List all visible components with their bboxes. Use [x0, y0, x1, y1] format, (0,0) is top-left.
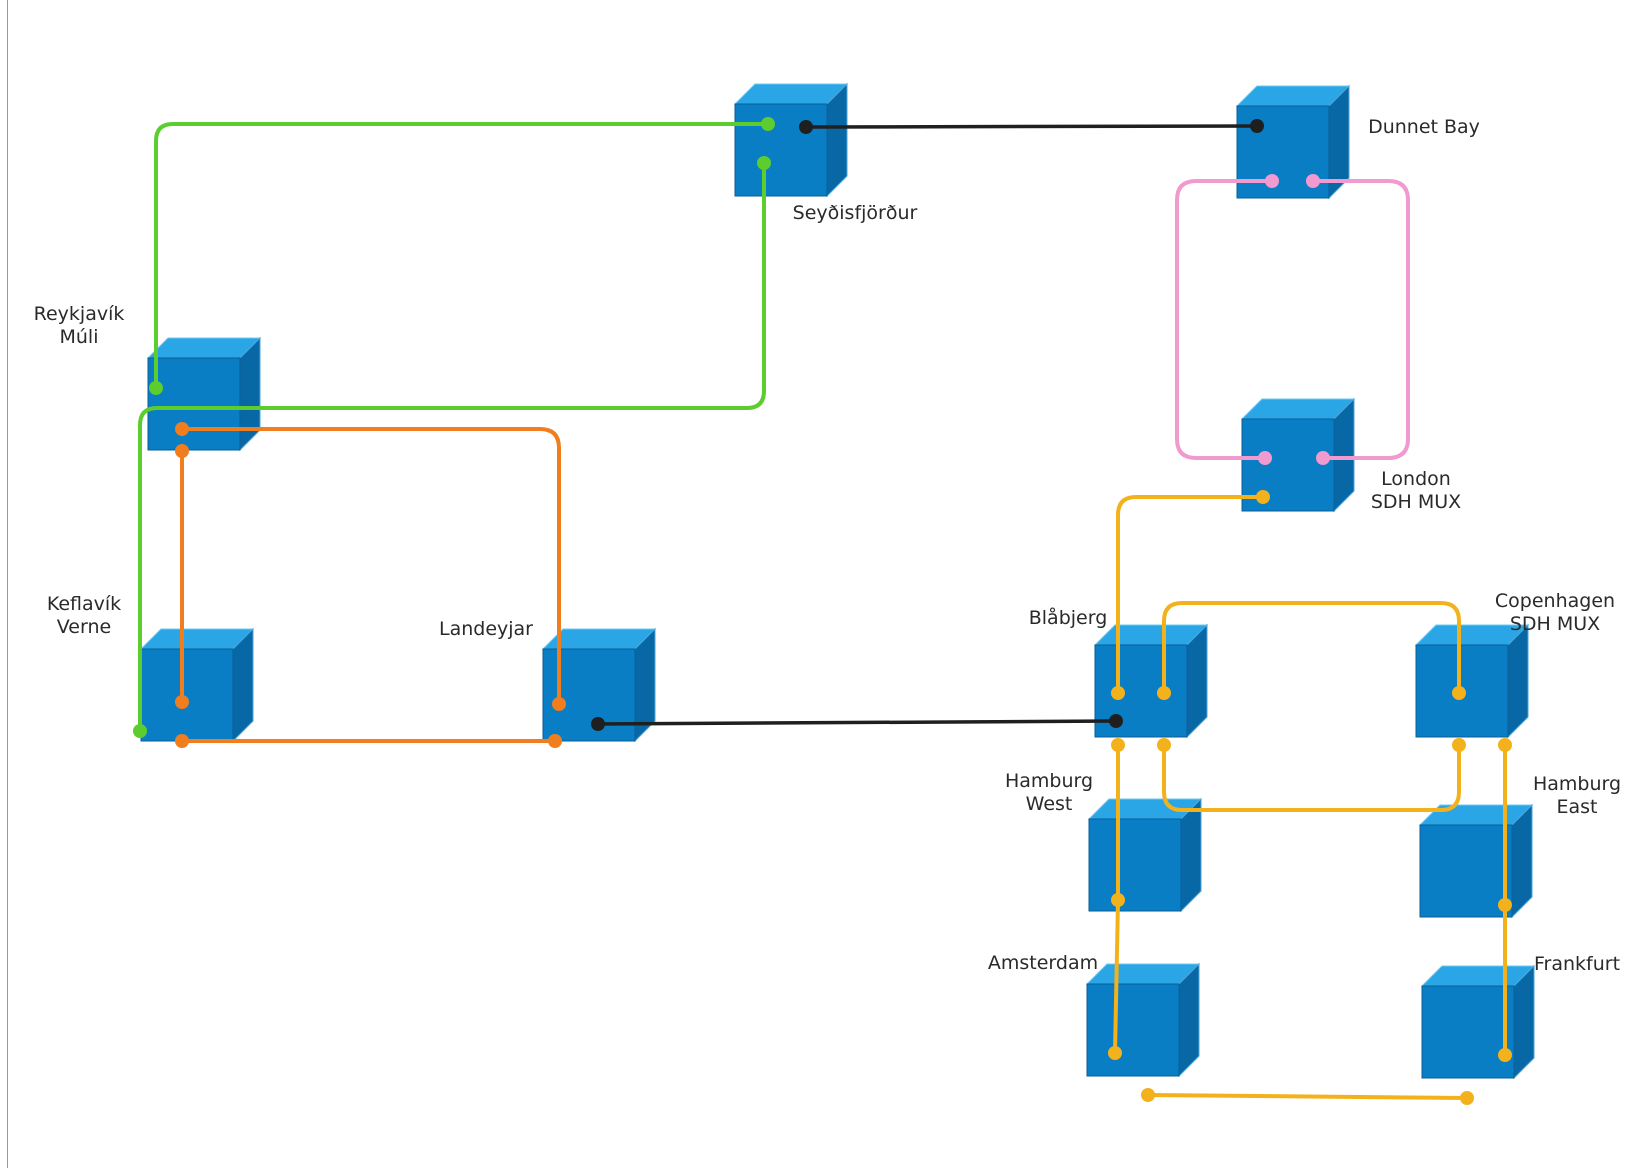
link-dunnet-london	[1175, 179, 1274, 460]
blabjerg-node-icon	[1093, 623, 1209, 739]
port-dot	[1316, 451, 1330, 465]
link-amsterdam-frankfurt	[1146, 1093, 1469, 1100]
port-dot	[1452, 738, 1466, 752]
port-dot	[591, 717, 605, 731]
port-dot	[133, 724, 147, 738]
amsterdam-label: Amsterdam	[988, 952, 1098, 975]
port-dot	[175, 444, 189, 458]
label-line: London	[1381, 468, 1451, 490]
port-dot	[1460, 1091, 1474, 1105]
port-dot	[1256, 490, 1270, 504]
port-dot	[1498, 898, 1512, 912]
landeyjar-node-icon	[541, 627, 657, 743]
port-dot	[552, 697, 566, 711]
dunnet-label: Dunnet Bay	[1368, 116, 1480, 139]
label-line: Múli	[59, 326, 99, 348]
frankfurt-node-icon	[1420, 964, 1536, 1080]
port-dot	[761, 117, 775, 131]
port-dot	[1452, 686, 1466, 700]
label-line: Reykjavík	[33, 303, 125, 325]
port-dot	[757, 156, 771, 170]
label-line: Verne	[56, 616, 112, 638]
keflavik-node-icon	[139, 627, 255, 743]
port-dot	[1498, 738, 1512, 752]
link-hamburg-west-amsterdam	[1113, 898, 1120, 1055]
left-border	[7, 0, 8, 1168]
label-line: Seyðisfjörður	[792, 202, 918, 224]
label-line: Blåbjerg	[1028, 607, 1108, 629]
label-line: Landeyjar	[439, 618, 533, 640]
port-dot	[1111, 893, 1125, 907]
port-dot	[175, 734, 189, 748]
port-dot	[1157, 738, 1171, 752]
link-landeyjar-blabjerg	[596, 719, 1118, 726]
label-line: Frankfurt	[1533, 953, 1621, 975]
link-seydisfjordur-dunnet	[804, 124, 1259, 129]
label-line: Amsterdam	[987, 952, 1099, 974]
port-dot	[175, 422, 189, 436]
copenhagen-node-icon	[1414, 623, 1530, 739]
port-dot	[1265, 174, 1279, 188]
label-line: Hamburg	[1532, 773, 1622, 795]
label-line: SDH MUX	[1509, 613, 1601, 635]
port-dot	[1111, 686, 1125, 700]
label-line: East	[1556, 796, 1598, 818]
landeyjar-label: Landeyjar	[439, 618, 533, 641]
port-dot	[149, 381, 163, 395]
label-line: Copenhagen	[1494, 590, 1616, 612]
label-line: Hamburg	[1004, 770, 1094, 792]
label-line: SDH MUX	[1370, 491, 1462, 513]
port-dot	[1141, 1088, 1155, 1102]
amsterdam-node-icon	[1085, 962, 1201, 1078]
port-dot	[1108, 1046, 1122, 1060]
port-dot	[175, 695, 189, 709]
port-dot	[1306, 174, 1320, 188]
link-blabjerg-copenhagen	[1162, 743, 1461, 812]
blabjerg-label: Blåbjerg	[1029, 607, 1108, 630]
link-london-blabjerg	[1116, 495, 1265, 695]
port-dot	[1109, 714, 1123, 728]
port-dot	[799, 120, 813, 134]
hamburg-east-node-icon	[1418, 803, 1534, 919]
label-line: Keflavík	[46, 593, 122, 615]
link-reykjavik-landeyjar	[180, 427, 561, 706]
hamburg-west-node-icon	[1087, 797, 1203, 913]
port-dot	[1111, 738, 1125, 752]
port-dot	[1250, 119, 1264, 133]
port-dot	[1258, 451, 1272, 465]
seydisfjordur-label: Seyðisfjörður	[793, 202, 918, 225]
port-dot	[548, 734, 562, 748]
link-reykjavik-seydisfjordur	[154, 122, 770, 390]
port-dot	[1157, 686, 1171, 700]
port-dot	[1498, 1048, 1512, 1062]
link-keflavik-seydisfjordur	[138, 161, 766, 733]
link-dunnet-london	[1311, 179, 1410, 460]
seydisfjordur-node-icon	[733, 82, 849, 198]
reykjavik-node-icon	[146, 336, 262, 452]
frankfurt-label: Frankfurt	[1534, 953, 1620, 976]
link-blabjerg-copenhagen	[1162, 601, 1461, 695]
label-line: Dunnet Bay	[1368, 116, 1480, 138]
label-line: West	[1025, 793, 1073, 815]
